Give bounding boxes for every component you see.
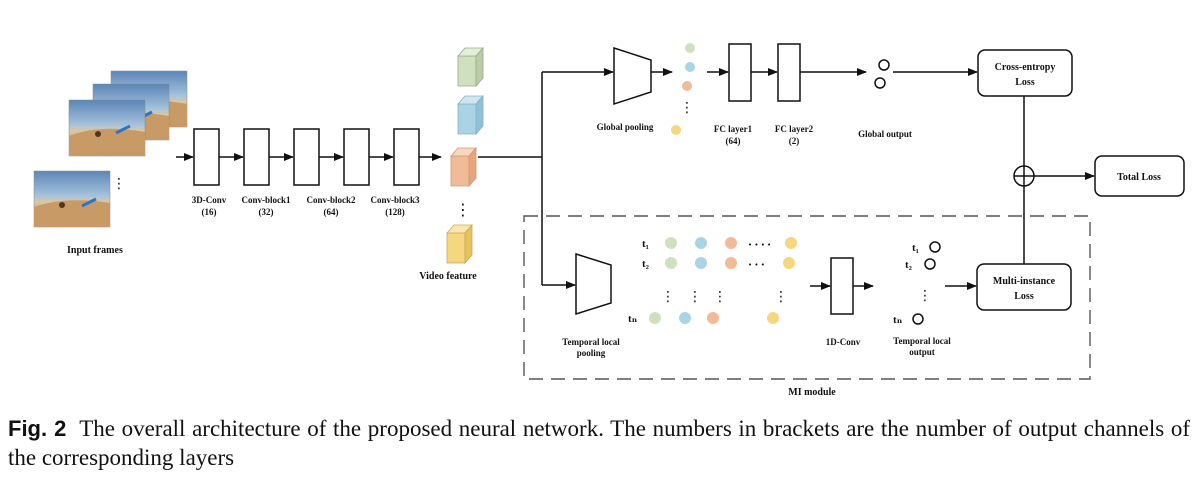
- mi-loss-label-line1: Multi-instance: [993, 276, 1056, 287]
- ce-loss-label-line1: Cross-entropy: [995, 62, 1056, 73]
- global-output-label: Global output: [858, 129, 912, 139]
- temporal-output-nodes: [912, 241, 941, 325]
- temporal-feature-grid: • • • • • • • ⋮ ⋮ ⋮ ⋮: [649, 237, 797, 324]
- fc1-label: FC layer1: [714, 124, 753, 134]
- block3-channels: (128): [385, 207, 405, 217]
- feature-cube-green: [457, 46, 484, 88]
- feature-ellipsis: ⋮: [680, 100, 694, 116]
- temporal-dot: [665, 257, 677, 269]
- temporal-dot: [695, 257, 707, 269]
- fc1-channels: (64): [726, 136, 741, 146]
- input-frame-stack: ⋮: [33, 70, 188, 228]
- backbone: [176, 128, 442, 186]
- col-ellipsis: ⋮: [688, 289, 702, 305]
- fc2-label: FC layer2: [775, 124, 814, 134]
- ce-loss-label-line2: Loss: [1015, 77, 1035, 88]
- temporal-dot: [785, 237, 797, 249]
- output-node: [878, 59, 890, 71]
- conv-block1: [243, 128, 270, 186]
- output-t2-label: t₂: [905, 259, 913, 271]
- output-t1-label: t₁: [912, 242, 919, 254]
- sum-node: [1013, 165, 1035, 187]
- output-node: [929, 241, 941, 253]
- temporal-dot: [783, 257, 795, 269]
- fc-layer1-block: [728, 43, 752, 102]
- global-output-nodes: [874, 59, 890, 89]
- block2-label: Conv-block2: [306, 195, 356, 205]
- global-pooling-label: Global pooling: [597, 122, 654, 132]
- conv1d-label: 1D-Conv: [826, 337, 861, 347]
- video-feature-stack: ⋮: [446, 46, 484, 265]
- conv-block3: [343, 128, 370, 186]
- input-frames-ellipsis: ⋮: [112, 176, 126, 192]
- block1-channels: (32): [259, 207, 274, 217]
- col-ellipsis: ⋮: [661, 289, 675, 305]
- feature-dot-yellow: [671, 125, 681, 135]
- caption-text: The overall architecture of the proposed…: [8, 416, 1190, 470]
- output-tn-label: tₙ: [893, 314, 903, 326]
- temporal-dot: [767, 312, 779, 324]
- input-frame: [33, 170, 111, 228]
- conv3d-label: 3D-Conv: [192, 195, 227, 205]
- global-pooling-trapezoid: [613, 46, 652, 106]
- ce-loss-box: [977, 49, 1073, 97]
- feature-ellipsis: ⋮: [455, 200, 471, 219]
- temporal-dot: [725, 257, 737, 269]
- architecture-diagram: ⋮ Input frames 3D-Conv (16) Conv-block1 …: [33, 43, 1185, 398]
- block1-label: Conv-block1: [241, 195, 291, 205]
- feature-cube-blue: [457, 94, 484, 136]
- feature-dot-green: [685, 43, 695, 53]
- conv1d-block: [830, 257, 854, 315]
- tn-label: tₙ: [628, 313, 638, 325]
- conv-block2: [293, 128, 320, 186]
- video-feature-label: Video feature: [419, 271, 477, 282]
- input-frame: [68, 99, 146, 157]
- block3-label: Conv-block3: [370, 195, 420, 205]
- global-feature-vector: ⋮: [671, 43, 695, 135]
- temporal-output-label-line2: output: [909, 347, 935, 357]
- output-node: [874, 77, 886, 89]
- row-ellipsis: • • • •: [748, 241, 771, 249]
- conv-block4: [393, 128, 420, 186]
- mi-loss-box: [976, 263, 1072, 311]
- input-frames-label: Input frames: [67, 245, 123, 256]
- output-ellipsis: ⋮: [918, 288, 932, 304]
- output-node: [912, 313, 924, 325]
- feature-dot-orange: [682, 81, 692, 91]
- temporal-dot: [725, 237, 737, 249]
- mi-module-box: [523, 215, 1091, 380]
- fc2-channels: (2): [789, 136, 800, 146]
- total-loss-box: [1094, 155, 1185, 197]
- temporal-dot: [695, 237, 707, 249]
- col-ellipsis: ⋮: [713, 289, 727, 305]
- temporal-dot: [707, 312, 719, 324]
- figure-caption: Fig. 2 The overall architecture of the p…: [8, 414, 1190, 472]
- feature-cube-yellow: [446, 223, 473, 265]
- row-ellipsis: • • •: [748, 261, 765, 269]
- col-ellipsis: ⋮: [774, 289, 788, 305]
- feature-dot-blue: [685, 62, 695, 72]
- conv3d-block: [193, 128, 220, 186]
- temporal-dot: [649, 312, 661, 324]
- temporal-dot: [665, 237, 677, 249]
- block2-channels: (64): [324, 207, 339, 217]
- feature-cube-orange: [450, 146, 477, 188]
- temporal-output-label-line1: Temporal local: [893, 336, 951, 346]
- temporal-pooling-trapezoid: [575, 252, 612, 316]
- t2-label: t₂: [642, 258, 650, 270]
- temporal-pooling-label-line1: Temporal local: [562, 337, 620, 347]
- fc-layer2-block: [777, 43, 801, 102]
- t1-label: t₁: [642, 238, 649, 250]
- temporal-dot: [679, 312, 691, 324]
- output-node: [924, 258, 936, 270]
- conv3d-channels: (16): [202, 207, 217, 217]
- mi-module-label: MI module: [788, 387, 836, 398]
- total-loss-label: Total Loss: [1117, 172, 1161, 183]
- temporal-pooling-label-line2: pooling: [577, 348, 606, 358]
- mi-loss-label-line2: Loss: [1014, 291, 1034, 302]
- figure-label: Fig. 2: [8, 416, 67, 441]
